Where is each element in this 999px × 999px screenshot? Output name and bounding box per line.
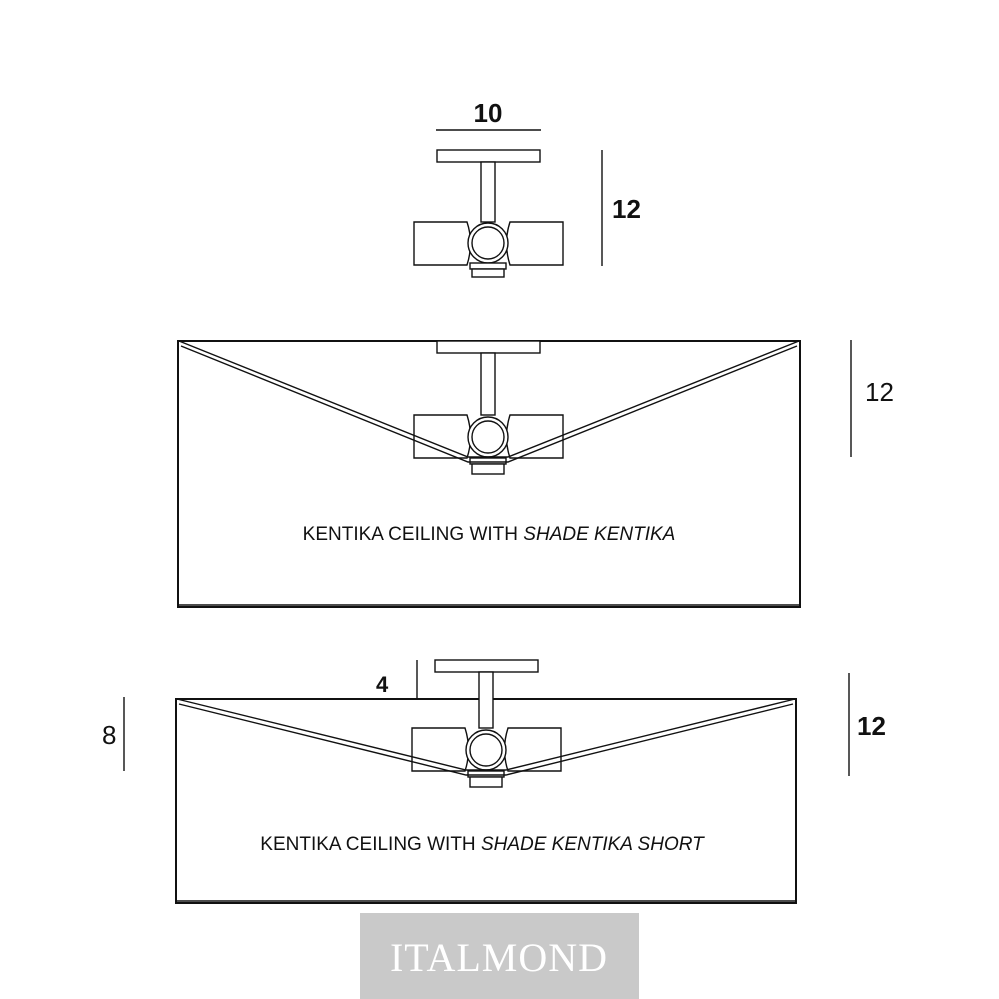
offset-dimension-label: 4 bbox=[376, 672, 389, 697]
stem bbox=[478, 671, 494, 729]
caption: KENTIKA CEILING WITH SHADE KENTIKA SHORT bbox=[260, 834, 705, 855]
center-sphere-inner bbox=[469, 733, 503, 767]
height-dimension-label: 12 bbox=[612, 194, 641, 224]
shade-support-wire-inner bbox=[178, 703, 794, 776]
stem bbox=[480, 161, 496, 223]
lamp-base bbox=[471, 268, 505, 278]
italmond-watermark: ITALMOND bbox=[360, 913, 639, 999]
lamp-base-ring bbox=[467, 770, 505, 778]
shade-support-wire-inner bbox=[180, 345, 798, 463]
ceiling-canopy bbox=[436, 340, 541, 354]
ceiling-canopy bbox=[436, 149, 541, 163]
caption: KENTIKA CEILING WITH SHADE KENTIKA bbox=[303, 524, 676, 545]
watermark-text: ITALMOND bbox=[390, 935, 608, 980]
lamp-base bbox=[471, 463, 505, 475]
shade-support-wire bbox=[176, 698, 796, 771]
width-dimension-label: 10 bbox=[474, 98, 503, 128]
left-lamp-cup bbox=[411, 727, 470, 772]
center-sphere bbox=[465, 729, 507, 771]
center-sphere-inner bbox=[471, 226, 505, 260]
lamp-base-ring bbox=[469, 457, 507, 465]
left-lamp-cup bbox=[413, 221, 472, 266]
right-lamp-cup bbox=[503, 727, 562, 772]
left-height-dimension-label: 8 bbox=[102, 720, 116, 750]
right-height-dimension-label: 12 bbox=[857, 711, 886, 741]
stem bbox=[480, 352, 496, 416]
watermark-box bbox=[360, 913, 639, 999]
fixture-view-top: 10 12 bbox=[413, 98, 641, 278]
lamp-base-ring bbox=[469, 262, 507, 270]
center-sphere bbox=[467, 416, 509, 458]
height-dimension-label: 12 bbox=[865, 377, 894, 407]
ceiling-canopy bbox=[434, 659, 539, 673]
fixture-view-shade-kentika-short: 4 8 12 KENTIKA CEILING WITH SHADE KENTIK… bbox=[102, 659, 886, 904]
center-sphere bbox=[467, 222, 509, 264]
shade-support-wire bbox=[178, 340, 800, 458]
fixture-view-shade-kentika: 12 KENTIKA CEILING WITH SHADE KENTIKA bbox=[177, 340, 894, 608]
center-sphere-inner bbox=[471, 420, 505, 454]
right-lamp-cup bbox=[505, 221, 564, 266]
lamp-base bbox=[469, 776, 503, 788]
